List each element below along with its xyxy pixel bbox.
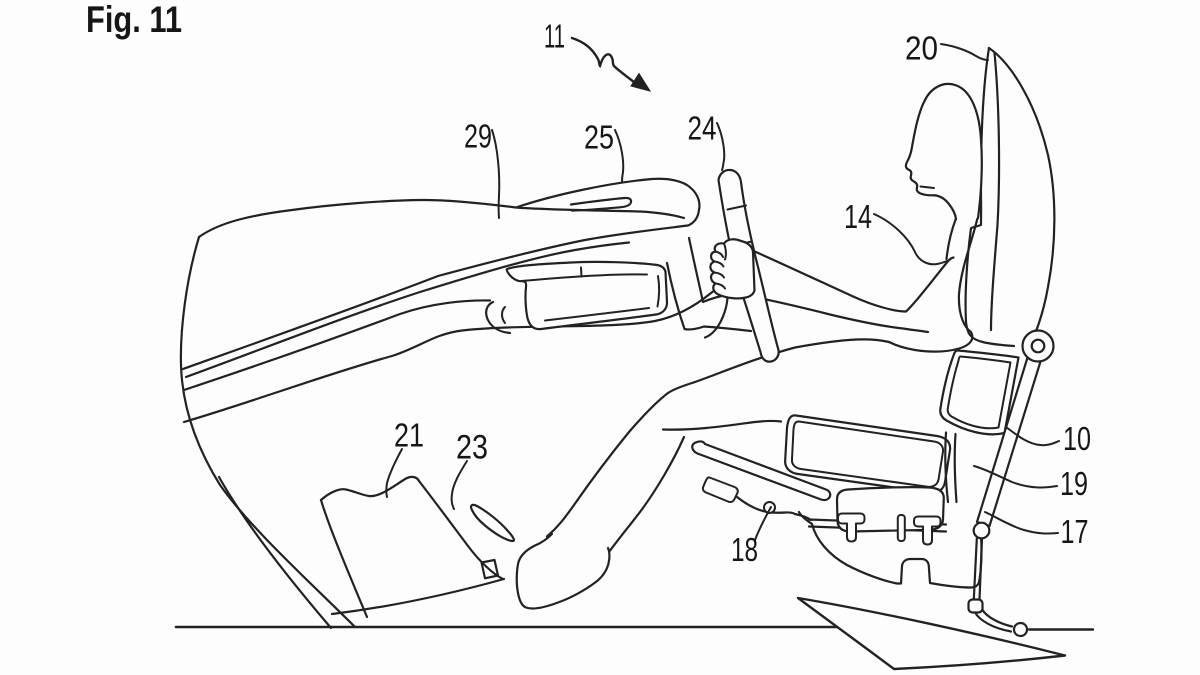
svg-text:25: 25 [584, 119, 614, 156]
svg-text:21: 21 [394, 417, 424, 454]
svg-text:20: 20 [905, 30, 938, 67]
svg-text:17: 17 [1061, 513, 1089, 550]
svg-text:14: 14 [844, 198, 872, 235]
svg-text:23: 23 [456, 429, 488, 467]
svg-text:24: 24 [688, 110, 717, 147]
svg-text:19: 19 [1060, 465, 1088, 502]
svg-text:Fig. 11: Fig. 11 [86, 0, 182, 40]
svg-text:10: 10 [1063, 420, 1091, 457]
svg-text:11: 11 [544, 18, 565, 55]
svg-text:18: 18 [731, 531, 758, 568]
svg-text:29: 29 [464, 118, 492, 155]
